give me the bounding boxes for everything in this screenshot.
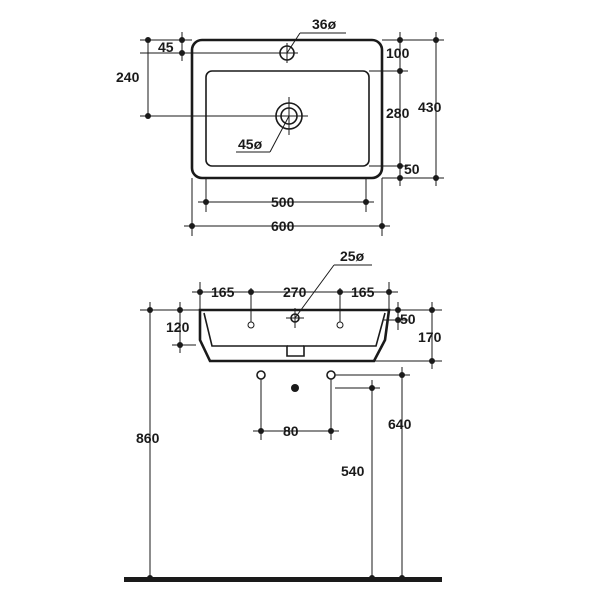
basin-outline [190,38,384,180]
label-basin-margin-top: 100 [386,45,410,61]
label-hole-offset-top: 45 [158,39,174,55]
label-top-thickness: 50 [400,311,416,327]
basin-bowl [205,70,370,167]
label-front-tap-hole: 25ø [340,248,365,264]
floor-line [124,577,442,582]
label-floor-to-outlet: 540 [341,463,365,479]
label-floor-to-waste: 640 [388,416,412,432]
front-view: 25ø 165 270 165 50 170 120 [124,248,442,582]
label-overall-depth: 430 [418,99,442,115]
waste-center [291,384,299,392]
label-basin-depth: 280 [386,105,410,121]
front-tap-hole-left [247,321,255,329]
front-tap-hole-right [336,321,344,329]
label-right-offset: 165 [351,284,375,300]
label-hole-drop: 120 [166,319,190,335]
label-drain-diameter: 45ø [238,136,263,152]
label-tap-hole-diameter: 36ø [312,16,337,32]
label-waste-spacing: 80 [283,423,299,439]
label-bracket-spacing: 500 [271,194,295,210]
label-drain-offset: 240 [116,69,140,85]
label-floor-to-top: 860 [136,430,160,446]
waste-right [326,370,336,380]
label-hole-spacing: 270 [283,284,307,300]
label-left-offset: 165 [211,284,235,300]
top-view: 36ø 45ø 45 240 100 280 50 4 [116,16,444,236]
waste-left [256,370,266,380]
label-overall-height: 170 [418,329,442,345]
label-overall-width: 600 [271,218,295,234]
label-basin-margin-bottom: 50 [404,161,420,177]
